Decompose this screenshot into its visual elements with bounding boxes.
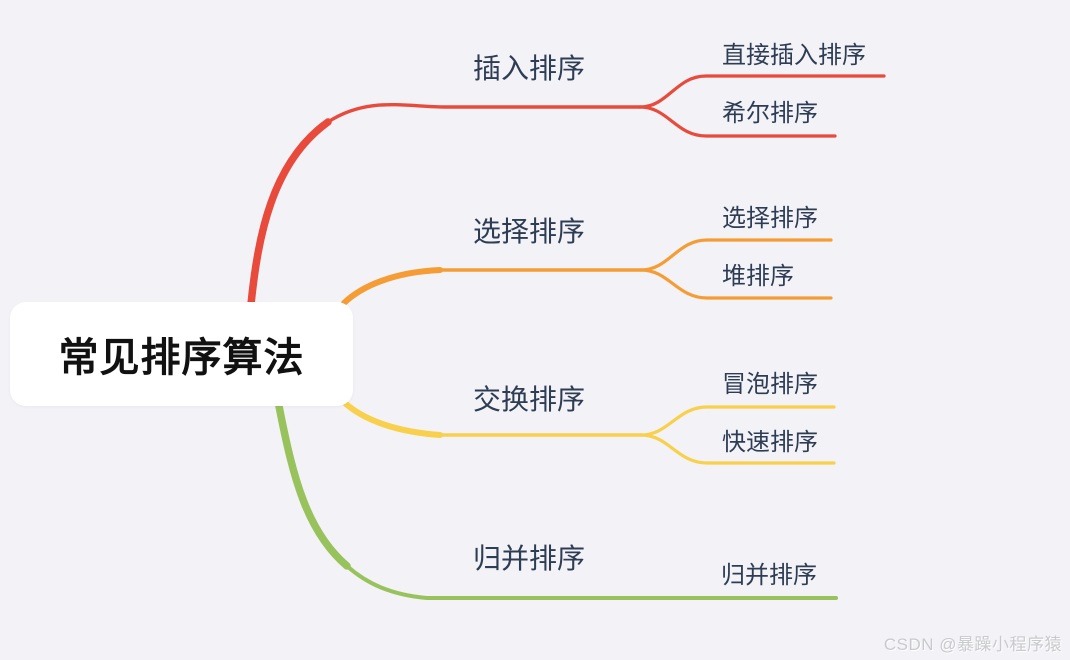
topic-selection-sort: 选择排序: [473, 216, 586, 247]
branch-selection-child2-line: [639, 268, 833, 300]
topic-selection-sort-child: 选择排序: [722, 205, 818, 232]
csdn-watermark: CSDN @暴躁小程序猿: [883, 635, 1062, 654]
topic-direct-insertion-sort: 直接插入排序: [722, 42, 866, 69]
branch-merge-trunk-thick-line: [275, 402, 351, 570]
branch-exchange-child2-line: [639, 433, 836, 465]
root-topic-label: 常见排序算法: [58, 336, 305, 380]
topic-insertion-sort: 插入排序: [473, 53, 586, 84]
branch-selection-trunk-thick-line: [341, 267, 443, 306]
branch-selection-child1-line: [639, 238, 833, 272]
branch-insertion-child2-line: [638, 105, 837, 138]
topic-bubble-sort: 冒泡排序: [722, 371, 818, 398]
topic-merge-sort-child: 归并排序: [721, 562, 817, 589]
root-topic: 常见排序算法: [10, 302, 353, 406]
branch-exchange-child1-line: [639, 405, 836, 437]
branch-insertion-child1-line: [638, 74, 886, 109]
branch-insertion-trunk-thick-line: [247, 118, 332, 308]
topic-exchange-sort: 交换排序: [473, 384, 586, 415]
topic-merge-sort: 归并排序: [473, 543, 586, 574]
branch-exchange-trunk-thick-line: [343, 401, 443, 438]
topic-heap-sort: 堆排序: [722, 263, 794, 290]
topic-quick-sort: 快速排序: [722, 429, 818, 456]
branch-merge-trunk-line: [345, 564, 838, 600]
topic-shell-sort: 希尔排序: [722, 100, 818, 127]
branch-insertion-trunk-line: [326, 103, 642, 124]
